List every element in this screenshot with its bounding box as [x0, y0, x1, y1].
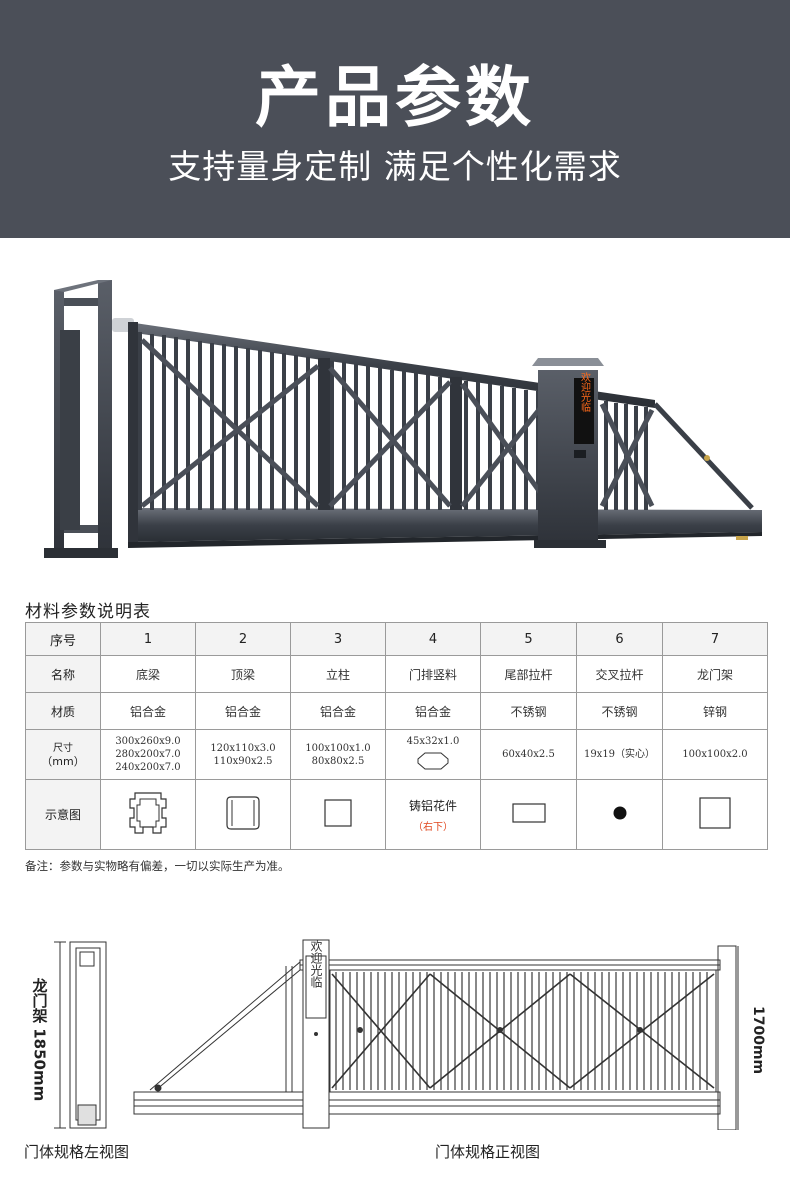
cell-size: 100x100x2.0: [662, 729, 768, 780]
front-view-cross-braces: [331, 973, 715, 1089]
cell-material: 锌钢: [662, 692, 768, 730]
bottom-beam: [128, 508, 762, 542]
cell-index: 7: [662, 622, 768, 656]
row-label-diagram: 示意图: [25, 779, 101, 850]
size-value: 45x32x1.0: [406, 736, 460, 747]
cell-diagram: [195, 779, 291, 850]
size-value: 100x100x2.0: [682, 749, 748, 760]
size-value: 100x100x1.0: [305, 742, 371, 754]
cell-diagram: [662, 779, 768, 850]
cell-size: 100x100x1.0 80x80x2.5: [290, 729, 386, 780]
front-view-bars: [335, 972, 708, 1090]
size-value: 300x260x9.0: [115, 736, 181, 747]
cell-name: 门排竖料: [385, 655, 481, 693]
header-banner: 产品参数 支持量身定制 满足个性化需求: [0, 0, 790, 238]
table-row-size: 尺寸 （mm） 300x260x9.0 280x200x7.0 240x200x…: [25, 729, 768, 780]
material-spec-table: 序号 1 2 3 4 5 6 7 名称 底梁 顶梁 立柱 门排竖料 尾部拉杆 交…: [25, 622, 768, 850]
cast-aluminum-label: 铸铝花件: [408, 798, 457, 813]
front-view-caption: 门体规格正视图: [435, 1143, 541, 1161]
cell-diagram: [290, 779, 386, 850]
size-value: 110x90x2.5: [213, 755, 273, 767]
page-title: 产品参数: [255, 59, 535, 136]
cell-name: 交叉拉杆: [576, 655, 663, 693]
size-value: 80x80x2.5: [311, 755, 365, 767]
cell-index: 5: [480, 622, 577, 656]
cell-size: 120x110x3.0 110x90x2.5: [195, 729, 291, 780]
cell-index: 3: [290, 622, 386, 656]
table-title: 材料参数说明表: [25, 602, 151, 622]
cell-material: 铝合金: [100, 692, 196, 730]
row-label-index: 序号: [25, 622, 101, 656]
table-row-material: 材质 铝合金 铝合金 铝合金 铝合金 不锈钢 不锈钢 锌钢: [25, 692, 768, 730]
size-value: 240x200x7.0: [115, 762, 181, 773]
cell-name: 龙门架: [662, 655, 768, 693]
table-row-diagram: 示意图 铸铝花件 （右下）: [25, 779, 768, 850]
cell-size: 19x19（实心）: [576, 729, 663, 780]
row-label-size: 尺寸 （mm）: [25, 729, 101, 780]
pillar-led-sign: 欢迎光临: [579, 371, 591, 413]
cell-diagram: 铸铝花件 （右下）: [385, 779, 481, 850]
size-unit: （mm）: [41, 754, 85, 768]
cell-size: 60x40x2.5: [480, 729, 577, 780]
left-view-drawing: [54, 941, 107, 1129]
cast-aluminum-note: （右下）: [413, 821, 453, 833]
bottom-beam-profile-icon: [129, 792, 167, 834]
gantry-height-dimension: 龙门架 1850mm: [30, 978, 49, 1102]
table-row-name: 名称 底梁 顶梁 立柱 门排竖料 尾部拉杆 交叉拉杆 龙门架: [25, 655, 768, 693]
octagon-profile-icon: [417, 752, 449, 770]
cell-name: 顶梁: [195, 655, 291, 693]
cell-index: 2: [195, 622, 291, 656]
square-tube-large-icon: [699, 797, 731, 829]
cell-material: 不锈钢: [480, 692, 577, 730]
tail-rod: [653, 402, 754, 510]
cell-index: 4: [385, 622, 481, 656]
cell-name: 立柱: [290, 655, 386, 693]
table-row-index: 序号 1 2 3 4 5 6 7: [25, 622, 768, 656]
page-subtitle: 支持量身定制 满足个性化需求: [168, 147, 622, 186]
cell-material: 不锈钢: [576, 692, 663, 730]
cell-material: 铝合金: [195, 692, 291, 730]
technical-drawings: 欢迎光临: [54, 939, 739, 1130]
row-label-name: 名称: [25, 655, 101, 693]
cell-material: 铝合金: [385, 692, 481, 730]
cell-diagram: [100, 779, 196, 850]
cell-index: 1: [100, 622, 196, 656]
cell-size: 45x32x1.0: [385, 729, 481, 780]
cell-index: 6: [576, 622, 663, 656]
cell-name: 底梁: [100, 655, 196, 693]
size-value: 19x19（实心）: [583, 749, 656, 760]
cell-name: 尾部拉杆: [480, 655, 577, 693]
size-value: 120x110x3.0: [210, 742, 276, 754]
cross-braces: [140, 338, 655, 508]
gate-product-image: 欢迎光临: [44, 280, 762, 558]
solid-dot-icon: [613, 806, 626, 820]
rectangle-tube-icon: [511, 803, 546, 823]
size-label: 尺寸: [53, 742, 73, 754]
top-beam-profile-icon: [226, 796, 260, 830]
gantry-frame: [44, 280, 134, 558]
size-value: 280x200x7.0: [115, 749, 181, 760]
cell-diagram: [480, 779, 577, 850]
cell-diagram: [576, 779, 663, 850]
size-value: 60x40x2.5: [502, 749, 555, 760]
cell-material: 铝合金: [290, 692, 386, 730]
left-view-caption: 门体规格左视图: [24, 1143, 130, 1161]
gate-height-dimension: 1700mm: [750, 1005, 766, 1075]
control-pillar: 欢迎光临: [532, 358, 606, 548]
top-beam: [128, 322, 655, 408]
cell-size: 300x260x9.0 280x200x7.0 240x200x7.0: [100, 729, 196, 780]
square-tube-icon: [324, 799, 352, 827]
front-view-sign: 欢迎光临: [309, 939, 323, 988]
row-label-material: 材质: [25, 692, 101, 730]
table-note: 备注：参数与实物略有偏差，一切以实际生产为准。: [25, 859, 290, 873]
